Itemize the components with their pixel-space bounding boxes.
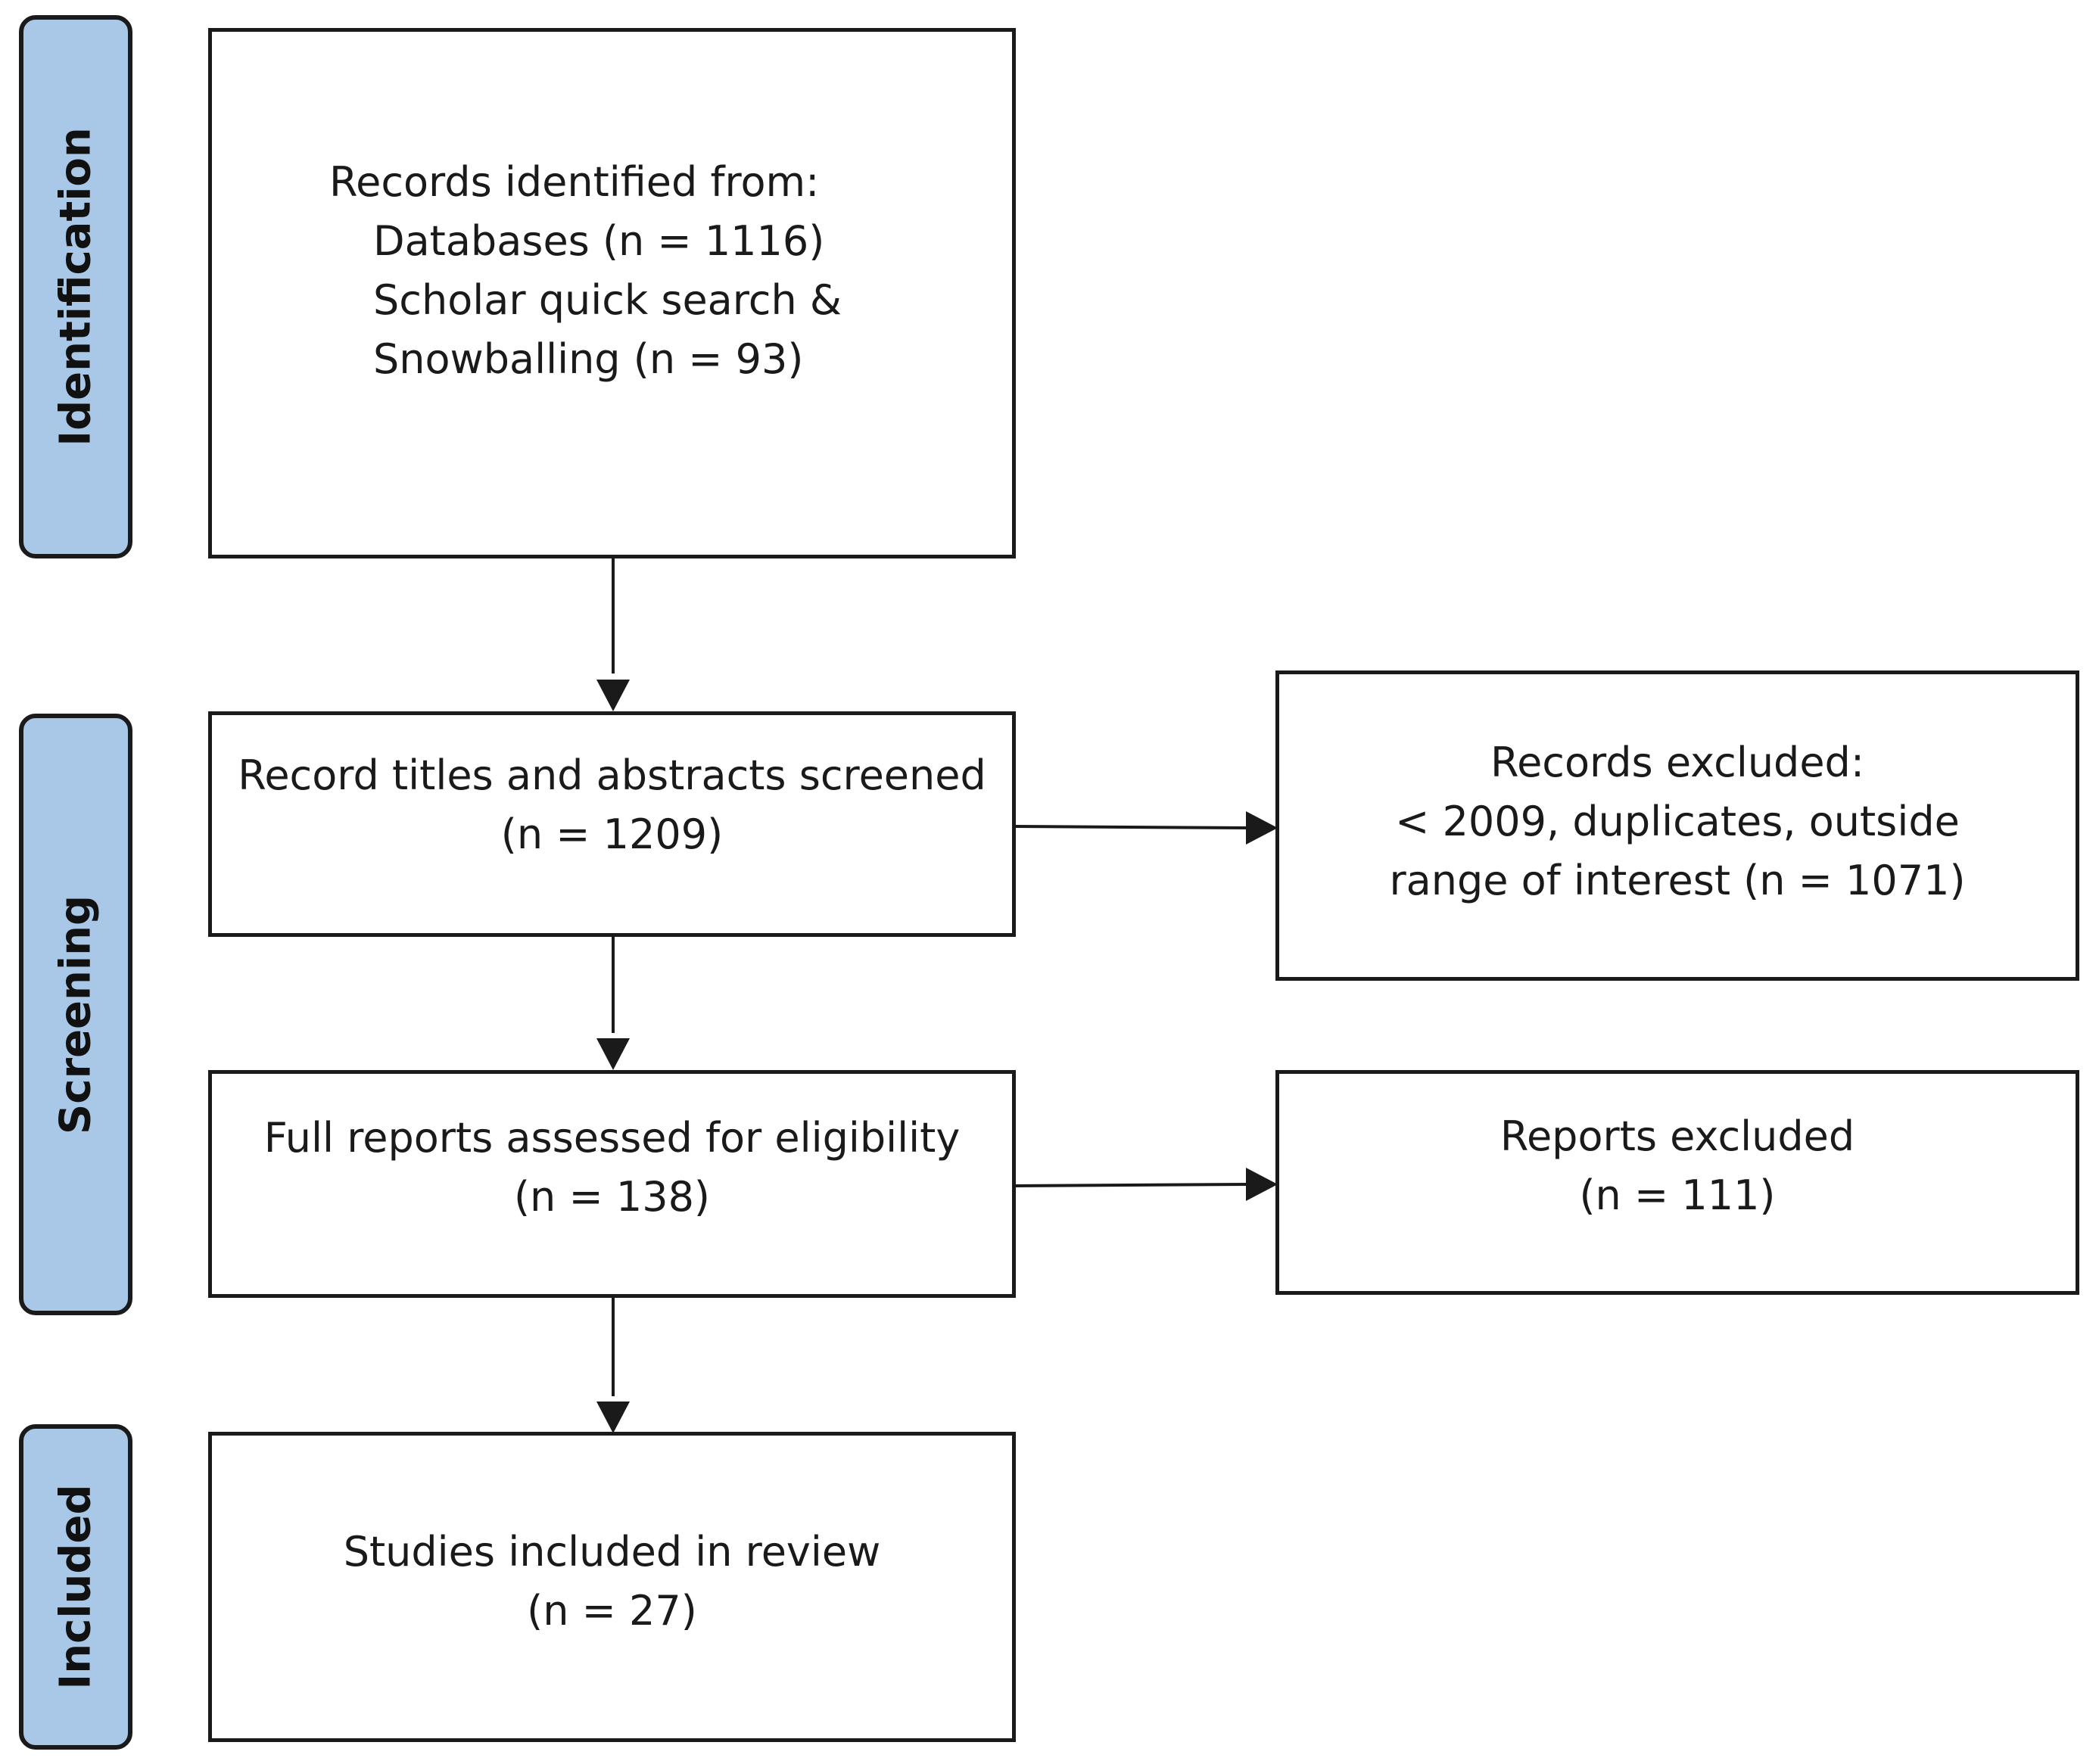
reports-excluded-box: Reports excluded (n = 111): [1275, 1070, 2079, 1295]
included-studies-box: Studies included in review (n = 27): [208, 1432, 1016, 1742]
arrow-full-reports-to-included: [596, 1298, 630, 1433]
full-reports-box: Full reports assessed for eligibility (n…: [208, 1070, 1016, 1298]
arrow-full-reports-to-reports-excluded: [1014, 1168, 1278, 1201]
arrow-screened-to-full-reports: [596, 937, 630, 1070]
records-identified-heading: Records identified from:: [329, 157, 820, 206]
full-reports-label: Full reports assessed for eligibility: [263, 1113, 961, 1162]
phase-screening: Screening: [19, 714, 132, 1315]
records-excluded-reasons: < 2009, duplicates, outside: [1395, 798, 1960, 845]
screened-count: (n = 1209): [500, 810, 724, 858]
arrow-identified-to-screened: [596, 558, 630, 711]
reports-excluded-label: Reports excluded: [1500, 1112, 1855, 1160]
arrow-screened-to-records-excluded: [1014, 811, 1278, 845]
phase-identification: Identification: [19, 15, 132, 558]
screened-box: Record titles and abstracts screened (n …: [208, 711, 1016, 937]
snowballing-count: Snowballing (n = 93): [373, 334, 804, 383]
screened-label: Record titles and abstracts screened: [238, 751, 986, 799]
full-reports-count: (n = 138): [513, 1172, 710, 1221]
records-excluded-heading: Records excluded:: [1490, 739, 1865, 786]
included-studies-label: Studies included in review: [343, 1527, 881, 1576]
reports-excluded-count: (n = 111): [1579, 1171, 1776, 1219]
records-excluded-count: range of interest (n = 1071): [1389, 857, 1966, 904]
included-studies-count: (n = 27): [527, 1586, 697, 1635]
phase-included: Included: [19, 1424, 132, 1750]
records-identified-box: Records identified from: Databases (n = …: [208, 28, 1016, 558]
records-excluded-box: Records excluded: < 2009, duplicates, ou…: [1275, 670, 2079, 981]
scholar-search-line: Scholar quick search &: [373, 275, 842, 324]
databases-count: Databases (n = 1116): [373, 216, 825, 265]
